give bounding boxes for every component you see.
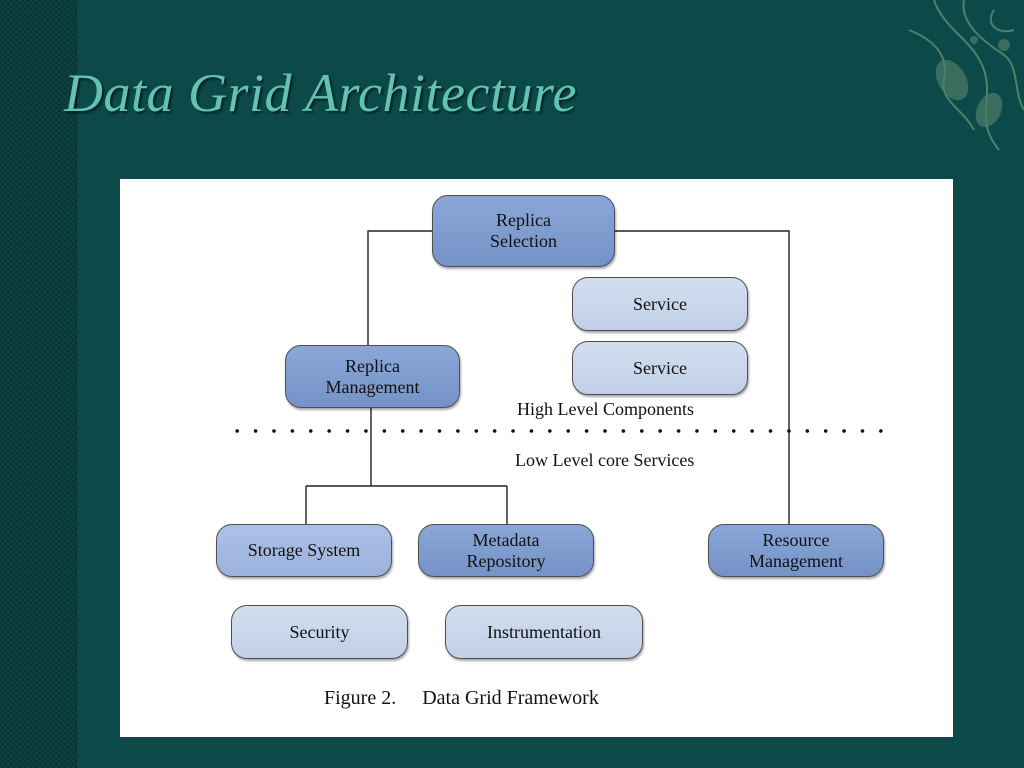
figure-caption: Figure 2. Data Grid Framework [324,687,599,710]
decorative-side-strip [0,0,77,768]
figure-number: Figure 2. [324,687,397,709]
metadata-repository-node: Metadata Repository [418,524,594,577]
resource-management-node: Resource Management [708,524,884,577]
service-node-1: Service [572,277,748,331]
low-level-services-label: Low Level core Services [515,450,695,470]
high-level-components-label: High Level Components [517,399,694,419]
connector-management-to-children [305,408,508,524]
connector-selection-to-resource [615,230,790,524]
floral-ornament-icon [908,0,1024,151]
layer-divider [228,429,892,433]
replica-management-node: Replica Management [285,345,460,408]
replica-selection-node: Replica Selection [432,195,615,267]
instrumentation-node: Instrumentation [445,605,643,659]
connector-lines [305,230,790,524]
slide-title: Data Grid Architecture [64,63,577,123]
security-node: Security [231,605,408,659]
diagram-figure: Replica Selection Service Service Replic… [120,179,953,737]
connector-selection-to-management [367,230,432,345]
figure-caption-text: Data Grid Framework [422,687,599,709]
service-node-2: Service [572,341,748,395]
storage-system-node: Storage System [216,524,392,577]
